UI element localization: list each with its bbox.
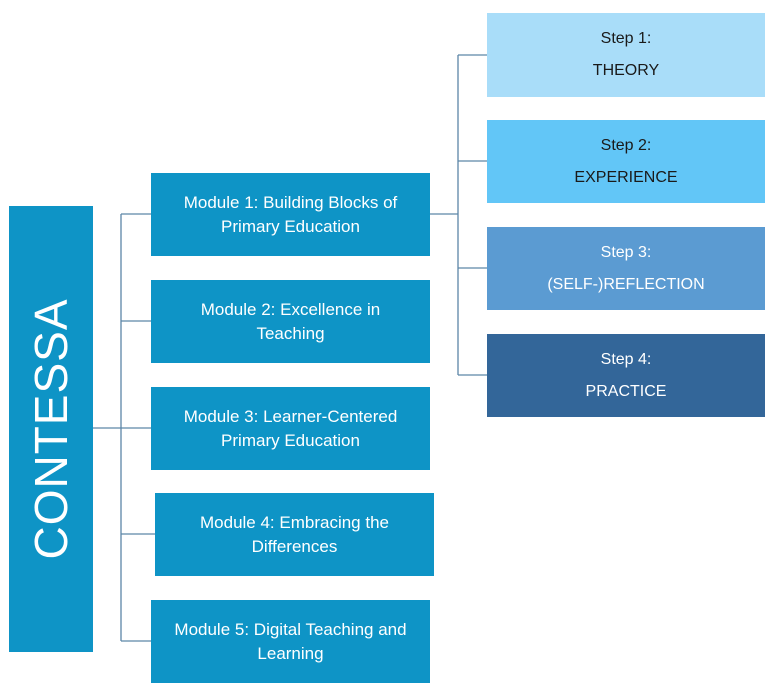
step-4-title: Step 4: — [600, 350, 652, 368]
module-1-box: Module 1: Building Blocks of Primary Edu… — [151, 173, 430, 256]
step-3-name: (SELF-)REFLECTION — [547, 275, 705, 293]
step-3-title: Step 3: — [600, 243, 652, 261]
module-5-box: Module 5: Digital Teaching and Learning — [151, 600, 430, 683]
module-2-box: Module 2: Excellence in Teaching — [151, 280, 430, 363]
module-4-box: Module 4: Embracing the Differences — [155, 493, 434, 576]
step-1-title: Step 1: — [600, 30, 652, 47]
step-2-box: Step 2: EXPERIENCE — [487, 120, 765, 203]
step-1-box: Step 1: THEORY — [487, 13, 765, 97]
step-2-title: Step 2: — [600, 136, 652, 154]
contessa-root-box: CONTESSA — [9, 206, 93, 652]
contessa-label: CONTESSA — [25, 298, 77, 560]
step-4-box: Step 4: PRACTICE — [487, 334, 765, 417]
module-4-label: Module 4: Embracing the Differences — [200, 512, 389, 556]
module-5-label: Module 5: Digital Teaching and Learning — [174, 619, 407, 663]
step-4-name: PRACTICE — [585, 382, 667, 400]
step-3-box: Step 3: (SELF-)REFLECTION — [487, 227, 765, 310]
step-1-name: THEORY — [592, 62, 660, 79]
module-1-label: Module 1: Building Blocks of Primary Edu… — [183, 192, 398, 236]
module-3-box: Module 3: Learner-Centered Primary Educa… — [151, 387, 430, 470]
module-3-label: Module 3: Learner-Centered Primary Educa… — [183, 406, 398, 450]
step-2-name: EXPERIENCE — [574, 168, 678, 186]
module-2-label: Module 2: Excellence in Teaching — [200, 299, 381, 343]
